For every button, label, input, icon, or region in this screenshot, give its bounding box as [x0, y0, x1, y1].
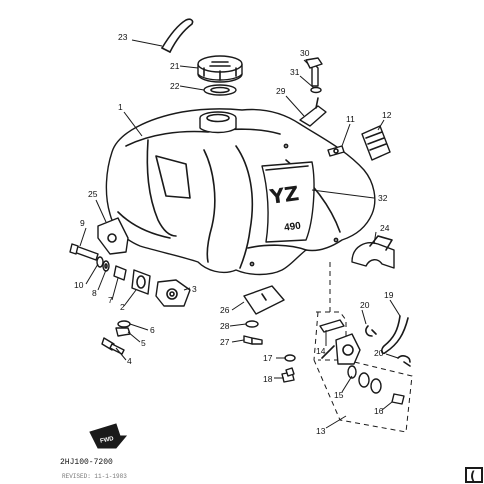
bolt-4 — [101, 337, 125, 355]
bolt-9 — [69, 243, 99, 261]
washer-28 — [245, 320, 259, 328]
fuel-pipe-19 — [381, 315, 409, 355]
callout-9: 9 — [80, 218, 85, 228]
callout-labels: 1 2 3 4 5 6 7 8 9 10 11 12 13 14 15 16 1… — [74, 32, 394, 436]
callout-32: 32 — [378, 193, 388, 203]
cock-body — [321, 333, 361, 365]
page-corner-glyph: ( — [470, 469, 475, 483]
collar-7 — [113, 265, 127, 281]
callout-7: 7 — [108, 295, 113, 305]
callout-28: 28 — [220, 321, 230, 331]
washer-31 — [310, 86, 322, 94]
breather-hose — [161, 18, 194, 53]
callout-21: 21 — [170, 61, 180, 71]
bracket-29 — [299, 97, 327, 127]
callout-3: 3 — [192, 284, 197, 294]
bracket-3 — [155, 279, 191, 307]
bolt-18 — [281, 367, 295, 383]
callout-12: 12 — [382, 110, 392, 120]
strainer-14 — [319, 319, 345, 333]
fuel-tank: YZ 490 — [105, 108, 376, 276]
fwd-direction-mark: FWD — [89, 423, 128, 449]
callout-27: 27 — [220, 337, 230, 347]
page-corner-mark: ( — [465, 467, 483, 483]
callout-10: 10 — [74, 280, 84, 290]
bracket-26 — [243, 285, 285, 315]
callout-26: 26 — [220, 305, 230, 315]
callout-20-lower: 20 — [374, 348, 384, 358]
screw-16 — [391, 393, 405, 405]
callout-31: 31 — [290, 67, 300, 77]
callout-19: 19 — [384, 290, 394, 300]
washer-10 — [96, 256, 104, 268]
callout-22: 22 — [170, 81, 180, 91]
callout-6: 6 — [150, 325, 155, 335]
callout-8: 8 — [92, 288, 97, 298]
clip-20-lower — [397, 355, 411, 367]
callout-17: 17 — [263, 353, 273, 363]
callout-29: 29 — [276, 86, 286, 96]
clip-20-upper — [365, 325, 377, 337]
collar-8 — [102, 260, 110, 272]
callout-14: 14 — [316, 346, 326, 356]
diagram-code: 2HJ100-7200 — [60, 458, 113, 467]
callout-1: 1 — [118, 102, 123, 112]
washer-17 — [284, 354, 296, 362]
callout-23: 23 — [118, 32, 128, 42]
callout-11: 11 — [346, 114, 355, 124]
nut-5 — [115, 327, 131, 337]
callout-20-upper: 20 — [360, 300, 370, 310]
bolt-11 — [327, 145, 345, 157]
tank-emblem-yz: YZ — [267, 181, 300, 209]
footer-faint-text: REVISED: 11-1-1983 — [62, 473, 127, 480]
callout-30: 30 — [300, 48, 310, 58]
washer-6 — [117, 320, 131, 328]
bolt-30 — [305, 57, 323, 87]
fuel-cock-assembly — [313, 262, 413, 433]
callout-15: 15 — [334, 390, 344, 400]
gasket-15 — [347, 365, 382, 394]
damper-2 — [131, 269, 151, 295]
damper-12 — [361, 125, 391, 161]
callout-18: 18 — [263, 374, 273, 384]
fwd-label: FWD — [100, 436, 115, 445]
callout-5: 5 — [141, 338, 146, 348]
mount-25 — [97, 217, 129, 255]
callout-16: 16 — [374, 406, 384, 416]
bracket-24 — [351, 235, 395, 269]
fuel-cap — [197, 55, 243, 83]
callout-25: 25 — [88, 189, 98, 199]
callout-4: 4 — [127, 356, 132, 366]
tank-emblem-490: 490 — [284, 220, 302, 233]
callout-13: 13 — [316, 426, 326, 436]
callout-24: 24 — [380, 223, 390, 233]
cap-gasket — [203, 84, 237, 96]
leader-lines — [79, 39, 401, 429]
bolt-27 — [243, 335, 263, 345]
callout-2: 2 — [120, 302, 125, 312]
